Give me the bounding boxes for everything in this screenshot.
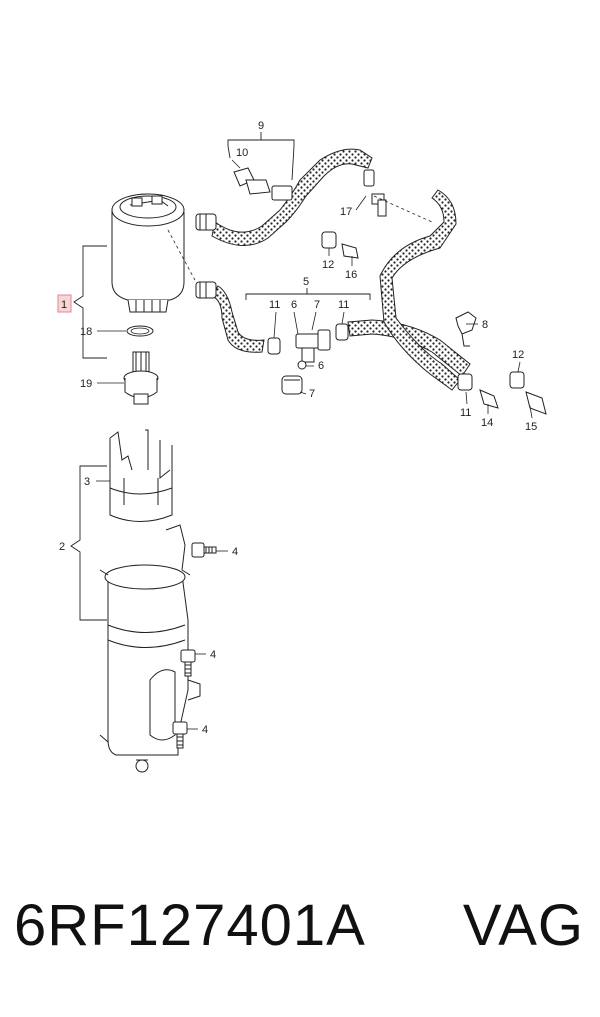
callout-14: 14 [481, 417, 493, 429]
plug-7 [281, 375, 303, 395]
bolt-upper [191, 542, 217, 558]
callout-7-lower: 7 [309, 388, 315, 400]
clamp-left-11 [267, 337, 281, 355]
callout-4-upper: 4 [232, 546, 238, 558]
callout-16: 16 [345, 269, 357, 281]
clamp-12-right [509, 371, 525, 389]
bolt-lower [172, 721, 188, 749]
callout-11-left: 11 [269, 299, 280, 311]
callout-2: 2 [59, 541, 65, 553]
connector-middle-left [195, 281, 217, 299]
callout-4-middle: 4 [210, 649, 216, 661]
o-ring-6 [297, 360, 307, 370]
callout-3: 3 [84, 476, 90, 488]
filter-bracket-upper [109, 429, 173, 522]
callout-11-right: 11 [460, 407, 471, 419]
plug-15 [525, 391, 547, 415]
bolt-middle [180, 649, 196, 677]
seal-ring [126, 325, 154, 337]
leader-lines [96, 159, 533, 730]
clip-17 [363, 169, 387, 217]
exploded-parts-diagram: 1 2 3 4 4 4 5 6 6 7 7 8 9 10 11 11 11 12… [57, 120, 547, 773]
callout-8: 8 [482, 319, 488, 331]
clip-10 [233, 167, 293, 201]
callout-10: 10 [236, 147, 248, 159]
callout-18: 18 [80, 326, 92, 338]
callout-11-mid: 11 [338, 299, 349, 311]
callout-12-left: 12 [322, 259, 334, 271]
callout-9: 9 [258, 120, 264, 132]
clamp-mid-11 [335, 323, 349, 341]
callout-15: 15 [525, 421, 537, 433]
clamp-right-11 [457, 373, 473, 391]
callout-19: 19 [80, 378, 92, 390]
plug-16 [341, 243, 359, 259]
callout-17: 17 [340, 206, 352, 218]
part-number-label: 6RF127401A [14, 893, 366, 958]
t-piece-7 [295, 329, 331, 363]
clamp-12-left [321, 231, 337, 249]
callout-5: 5 [303, 276, 309, 288]
callout-12-right: 12 [512, 349, 524, 361]
regulating-valve [123, 351, 159, 405]
callout-7-upper: 7 [314, 299, 320, 311]
connector-upper-left [195, 213, 217, 231]
fuel-hose-right [379, 189, 461, 391]
callout-1-highlight [57, 294, 72, 313]
brand-label: VAG [462, 893, 584, 958]
callout-4-lower: 4 [202, 724, 208, 736]
callout-6-lower: 6 [318, 360, 324, 372]
holder-8 [455, 311, 477, 347]
assembly-brace-lines [70, 132, 371, 621]
callout-1: 1 [61, 299, 67, 311]
fuel-filter-housing [111, 193, 185, 313]
callout-6-upper: 6 [291, 299, 297, 311]
filter-bracket-lower [99, 524, 201, 773]
plug-14 [479, 389, 499, 409]
